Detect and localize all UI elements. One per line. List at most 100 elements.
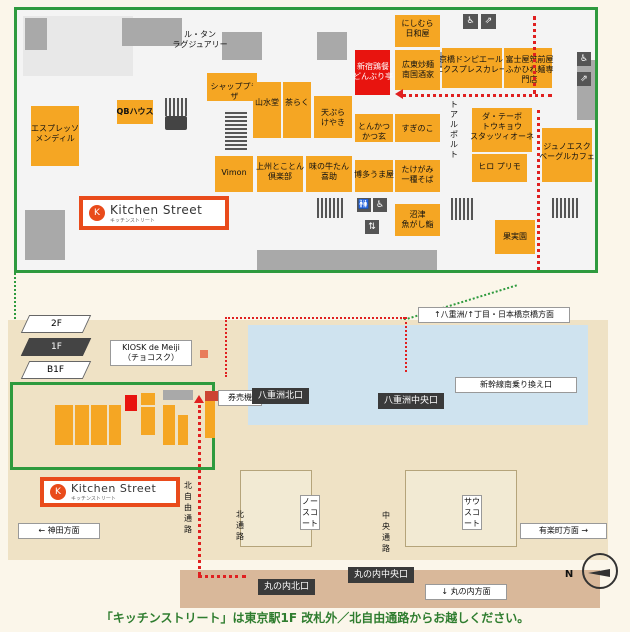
- shop-tonkatsu-label: とんかつ かつ玄: [358, 122, 390, 141]
- route-arrow-icon: [395, 89, 403, 99]
- shop-sharp-plaza[interactable]: [207, 73, 257, 101]
- kitchen-street-badge: K Kitchen Street キッチンストリート: [79, 196, 229, 230]
- escalator-icon: [552, 198, 578, 218]
- gray-block: [222, 32, 262, 60]
- shop-junoesque-label: ジュノエスク ベーグルカフェ: [539, 142, 595, 161]
- shop-tenpura[interactable]: [314, 96, 352, 138]
- escalator-up-icon: ⇗: [481, 14, 496, 29]
- central-road-label: 中央通路: [382, 511, 390, 553]
- shop-tomioka-label: 富士屋筑前屋 ふかひれ麺専門店: [505, 55, 554, 84]
- gray-block: [25, 210, 65, 260]
- wheelchair-icon: ♿: [463, 14, 478, 29]
- shop-nishimura[interactable]: [395, 15, 440, 47]
- escalator-icon: ⇗: [577, 72, 591, 86]
- shop-takegami[interactable]: [395, 160, 440, 192]
- route-arrow-icon: [194, 395, 204, 403]
- shop-sugino-label: すぎのこ: [401, 124, 434, 133]
- north-court-label: ノースコート: [300, 495, 320, 530]
- route-dotted-line: [533, 16, 536, 94]
- route-dotted-line: [537, 110, 540, 270]
- shop-sharp-plaza-label: シャッププラザ: [210, 82, 259, 101]
- overview-shop: [205, 398, 215, 438]
- shop-yamamizudo-label: 山水堂: [255, 98, 279, 107]
- shop-tomioka[interactable]: [504, 48, 552, 88]
- shop-tenpura-label: 天ぷら けやき: [321, 108, 345, 127]
- shop-espresso-label: エスプレッソ メンディル: [31, 124, 79, 143]
- compass-label: N: [564, 569, 574, 580]
- shop-tonkatsu[interactable]: [355, 114, 393, 142]
- shop-uemura[interactable]: [257, 156, 303, 192]
- escalator-icon: [165, 98, 187, 116]
- shop-kajitsuen-label: 果実園: [503, 232, 527, 241]
- floor-2f-button[interactable]: 2F: [20, 315, 92, 333]
- yaesu-direction-label: ↑八重洲/↑丁目・日本橋京橋方面: [418, 307, 570, 323]
- gray-block: [25, 18, 47, 50]
- shinkansen-label: 新幹線南乗り換え口: [455, 377, 577, 393]
- wheelchair-icon: ♿: [577, 52, 591, 66]
- shop-tan-tan[interactable]: [472, 108, 532, 152]
- shop-ajino-label: 味の牛たん 喜助: [309, 162, 349, 181]
- shop-kajitsuen[interactable]: [495, 220, 535, 254]
- ticket-machine-icon: [205, 391, 223, 401]
- footer-note: 「キッチンストリート」は東京駅1F 改札外／北自由通路からお越しください。: [100, 611, 530, 625]
- marunouchi-direction-label: ↓ 丸の内方面: [425, 584, 507, 600]
- shop-hiro-primo-label: ヒロ プリモ: [478, 162, 521, 171]
- gate-marunouchi-north: 丸の内北口: [258, 579, 316, 595]
- elevator-icon: [165, 116, 187, 130]
- shop-vimon[interactable]: [215, 156, 253, 192]
- shop-uemura-label: 上州とことん 倶楽部: [256, 162, 304, 181]
- compass-icon: [582, 553, 618, 589]
- kiosk-marker: [200, 350, 208, 358]
- yurakucho-direction-label: 有楽町方面 →: [520, 523, 607, 539]
- shop-alpor-label: トアルポルト: [450, 100, 458, 159]
- escalator-icon: [317, 198, 343, 218]
- shop-ajino[interactable]: [306, 156, 352, 192]
- shop-hakata-label: 博多うま屋: [354, 170, 394, 179]
- shop-numazu[interactable]: [395, 204, 440, 236]
- gray-block: [257, 250, 437, 270]
- floor-b1f-button[interactable]: B1F: [20, 361, 92, 379]
- shop-numazu-label: 沼津 魚がし鮨: [401, 210, 434, 229]
- kitchen-logo-icon: K: [89, 205, 105, 221]
- overview-map: 2F 1F B1F KIOSK de Meiji （チョコスク） 券売機 八重洲…: [0, 295, 630, 613]
- route-dotted-line: [225, 317, 405, 319]
- route-dotted-line: [225, 317, 227, 377]
- gate-yaesu-central: 八重洲中央口: [378, 393, 445, 409]
- north-road-label: 北通路: [236, 510, 244, 541]
- route-dotted-line: [198, 575, 246, 578]
- shop-qb-label: QBハウス: [116, 107, 154, 116]
- shop-kyobashi-donpierre[interactable]: [442, 48, 502, 88]
- shop-espresso[interactable]: [31, 106, 79, 166]
- shop-qb[interactable]: [117, 100, 153, 124]
- shop-sugino[interactable]: [395, 114, 440, 142]
- shop-junoesque[interactable]: [542, 128, 592, 182]
- kitchen-sub: キッチンストリート: [71, 496, 116, 502]
- shop-le-tan: ル・タン ラグジュアリー: [172, 30, 228, 49]
- restroom-icon: 🚻: [357, 198, 371, 212]
- shop-sagaraku[interactable]: [283, 82, 311, 138]
- shop-kyobashi-label: 京橋ドンピエール エクスプレスカレー: [435, 55, 507, 74]
- stairs-icon: [225, 110, 247, 150]
- shop-shinjuku-highlight[interactable]: [355, 50, 390, 95]
- shop-hakata[interactable]: [355, 160, 393, 192]
- shop-kokotomi[interactable]: [395, 50, 440, 90]
- shop-kokotomi-label: 広東炒麺 南国酒家: [402, 60, 434, 79]
- floor-1f-button[interactable]: 1F: [20, 338, 92, 356]
- detail-map: ル・タン ラグジュアリー にしむら 日和屋 京橋ドンピエール エクスプレスカレー…: [14, 7, 598, 273]
- escalator-icon: [451, 198, 473, 220]
- kitchen-street-badge-small: K Kitchen Street キッチンストリート: [40, 477, 180, 507]
- kitchen-street-frame: [10, 382, 215, 470]
- kitchen-name: Kitchen Street: [110, 202, 203, 217]
- route-dotted-line: [198, 405, 201, 575]
- elevator-icon: ⇅: [365, 220, 379, 234]
- south-court-area: [405, 470, 517, 547]
- gray-block: [577, 60, 595, 120]
- shop-yamamizudo[interactable]: [253, 82, 281, 138]
- shop-hiro-primo[interactable]: [472, 154, 527, 182]
- south-court-label: サウスコート: [462, 495, 482, 530]
- shop-shinjuku-label: 新宿鶏餐 どんぶり亭: [353, 62, 393, 81]
- gray-block: [122, 18, 182, 46]
- kiosk-label: KIOSK de Meiji （チョコスク）: [110, 340, 192, 366]
- kitchen-sub: キッチンストリート: [110, 217, 155, 224]
- yaesu-area: [248, 325, 588, 425]
